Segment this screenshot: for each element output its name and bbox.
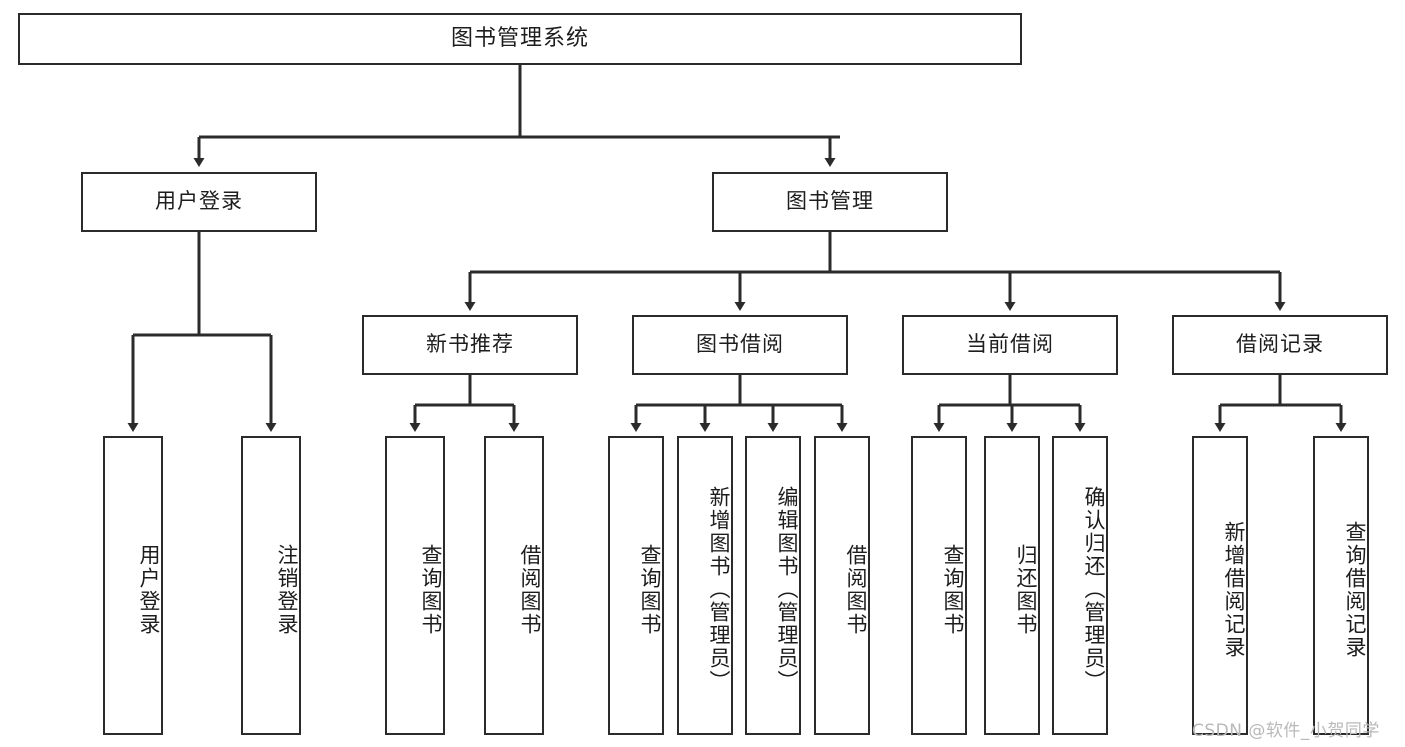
leaf-query-book-2-label: 查询图书 bbox=[638, 543, 662, 636]
leaf-query-book-3-label: 查询图书 bbox=[941, 543, 965, 636]
node-borrow-record[interactable]: 借阅记录 bbox=[1172, 315, 1388, 375]
leaf-return-book-label: 归还图书 bbox=[1014, 543, 1038, 636]
leaf-add-book-label: 新增图书（管理员） bbox=[707, 486, 731, 693]
leaf-query-book-1[interactable]: 查询图书 bbox=[385, 436, 445, 735]
leaf-edit-book-label: 编辑图书（管理员） bbox=[775, 486, 799, 693]
node-current-borrow[interactable]: 当前借阅 bbox=[902, 315, 1118, 375]
node-user-login-label: 用户登录 bbox=[155, 189, 243, 214]
node-borrow-record-label: 借阅记录 bbox=[1236, 332, 1324, 357]
leaf-add-record[interactable]: 新增借阅记录 bbox=[1192, 436, 1248, 735]
node-book-borrow[interactable]: 图书借阅 bbox=[632, 315, 848, 375]
node-book-manage[interactable]: 图书管理 bbox=[712, 172, 948, 232]
node-root-label: 图书管理系统 bbox=[450, 25, 589, 51]
leaf-logout-label: 注销登录 bbox=[275, 543, 299, 636]
leaf-borrow-book-1[interactable]: 借阅图书 bbox=[484, 436, 544, 735]
node-book-manage-label: 图书管理 bbox=[786, 189, 874, 214]
leaf-query-book-1-label: 查询图书 bbox=[419, 543, 443, 636]
leaf-edit-book[interactable]: 编辑图书（管理员） bbox=[745, 436, 801, 735]
leaf-query-book-2[interactable]: 查询图书 bbox=[608, 436, 664, 735]
leaf-user-login-label: 用户登录 bbox=[137, 543, 161, 636]
leaf-return-book[interactable]: 归还图书 bbox=[984, 436, 1040, 735]
node-new-book-recommend[interactable]: 新书推荐 bbox=[362, 315, 578, 375]
leaf-borrow-book-2-label: 借阅图书 bbox=[844, 543, 868, 636]
leaf-borrow-book-1-label: 借阅图书 bbox=[518, 543, 542, 636]
leaf-confirm-return-label: 确认归还（管理员） bbox=[1082, 486, 1106, 693]
leaf-add-record-label: 新增借阅记录 bbox=[1222, 520, 1246, 659]
leaf-user-login[interactable]: 用户登录 bbox=[103, 436, 163, 735]
leaf-query-book-3[interactable]: 查询图书 bbox=[911, 436, 967, 735]
node-book-borrow-label: 图书借阅 bbox=[696, 332, 784, 357]
node-user-login[interactable]: 用户登录 bbox=[81, 172, 317, 232]
csdn-watermark: CSDN @软件_小贺同学 bbox=[1192, 721, 1380, 741]
leaf-confirm-return[interactable]: 确认归还（管理员） bbox=[1052, 436, 1108, 735]
leaf-query-record[interactable]: 查询借阅记录 bbox=[1313, 436, 1369, 735]
node-new-book-recommend-label: 新书推荐 bbox=[426, 332, 514, 357]
leaf-borrow-book-2[interactable]: 借阅图书 bbox=[814, 436, 870, 735]
node-root[interactable]: 图书管理系统 bbox=[18, 13, 1022, 65]
node-current-borrow-label: 当前借阅 bbox=[966, 332, 1054, 357]
leaf-logout[interactable]: 注销登录 bbox=[241, 436, 301, 735]
leaf-add-book[interactable]: 新增图书（管理员） bbox=[677, 436, 733, 735]
leaf-query-record-label: 查询借阅记录 bbox=[1343, 520, 1367, 659]
